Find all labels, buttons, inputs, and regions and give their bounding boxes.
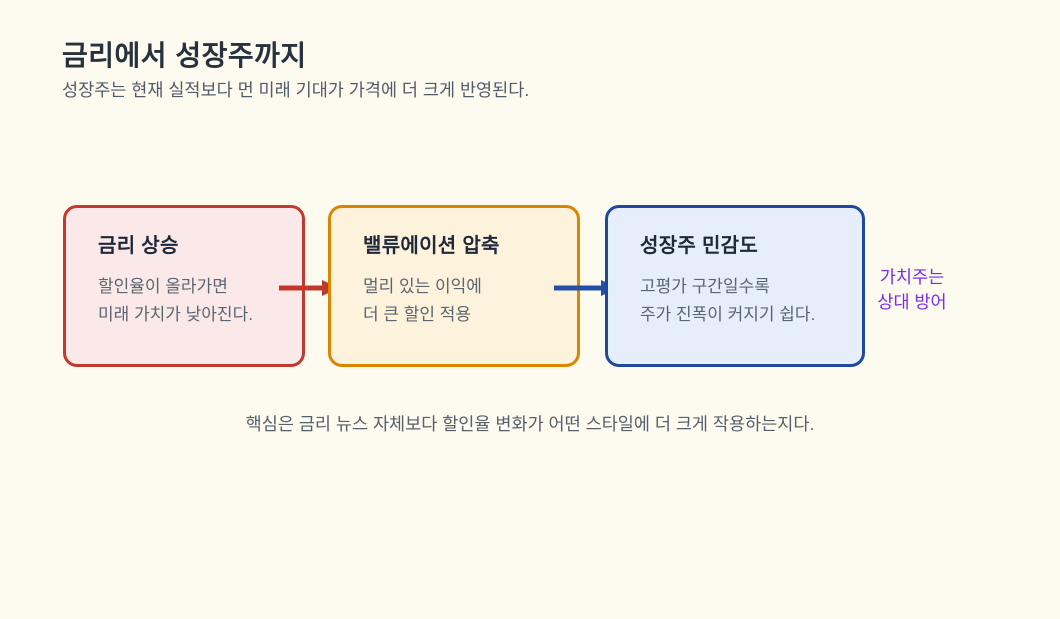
bottom-caption: 핵심은 금리 뉴스 자체보다 할인율 변화가 어떤 스타일에 더 크게 작용하는… <box>245 414 815 434</box>
flow-step-growth-sensitivity: 성장주 민감도 고평가 구간일수록 주가 진폭이 커지기 쉽다. <box>605 205 865 367</box>
flow-step-body: 할인율이 올라가면 미래 가치가 낮아진다. <box>98 277 253 324</box>
flow-step-body: 멀리 있는 이익에 더 큰 할인 적용 <box>363 277 482 324</box>
value-stock-annotation: 가치주는 상대 방어 <box>877 267 947 312</box>
page-subtitle: 성장주는 현재 실적보다 먼 미래 기대가 가격에 더 크게 반영된다. <box>62 80 530 100</box>
flow-step-title: 금리 상승 <box>98 235 179 257</box>
flow-step-title: 밸류에이션 압축 <box>363 235 500 257</box>
flow-step-title: 성장주 민감도 <box>640 235 759 257</box>
flow-step-rate-rise: 금리 상승 할인율이 올라가면 미래 가치가 낮아진다. <box>63 205 305 367</box>
page-title: 금리에서 성장주까지 <box>62 40 307 71</box>
flow-step-valuation-compression: 밸류에이션 압축 멀리 있는 이익에 더 큰 할인 적용 <box>328 205 580 367</box>
flow-step-body: 고평가 구간일수록 주가 진폭이 커지기 쉽다. <box>640 277 816 324</box>
